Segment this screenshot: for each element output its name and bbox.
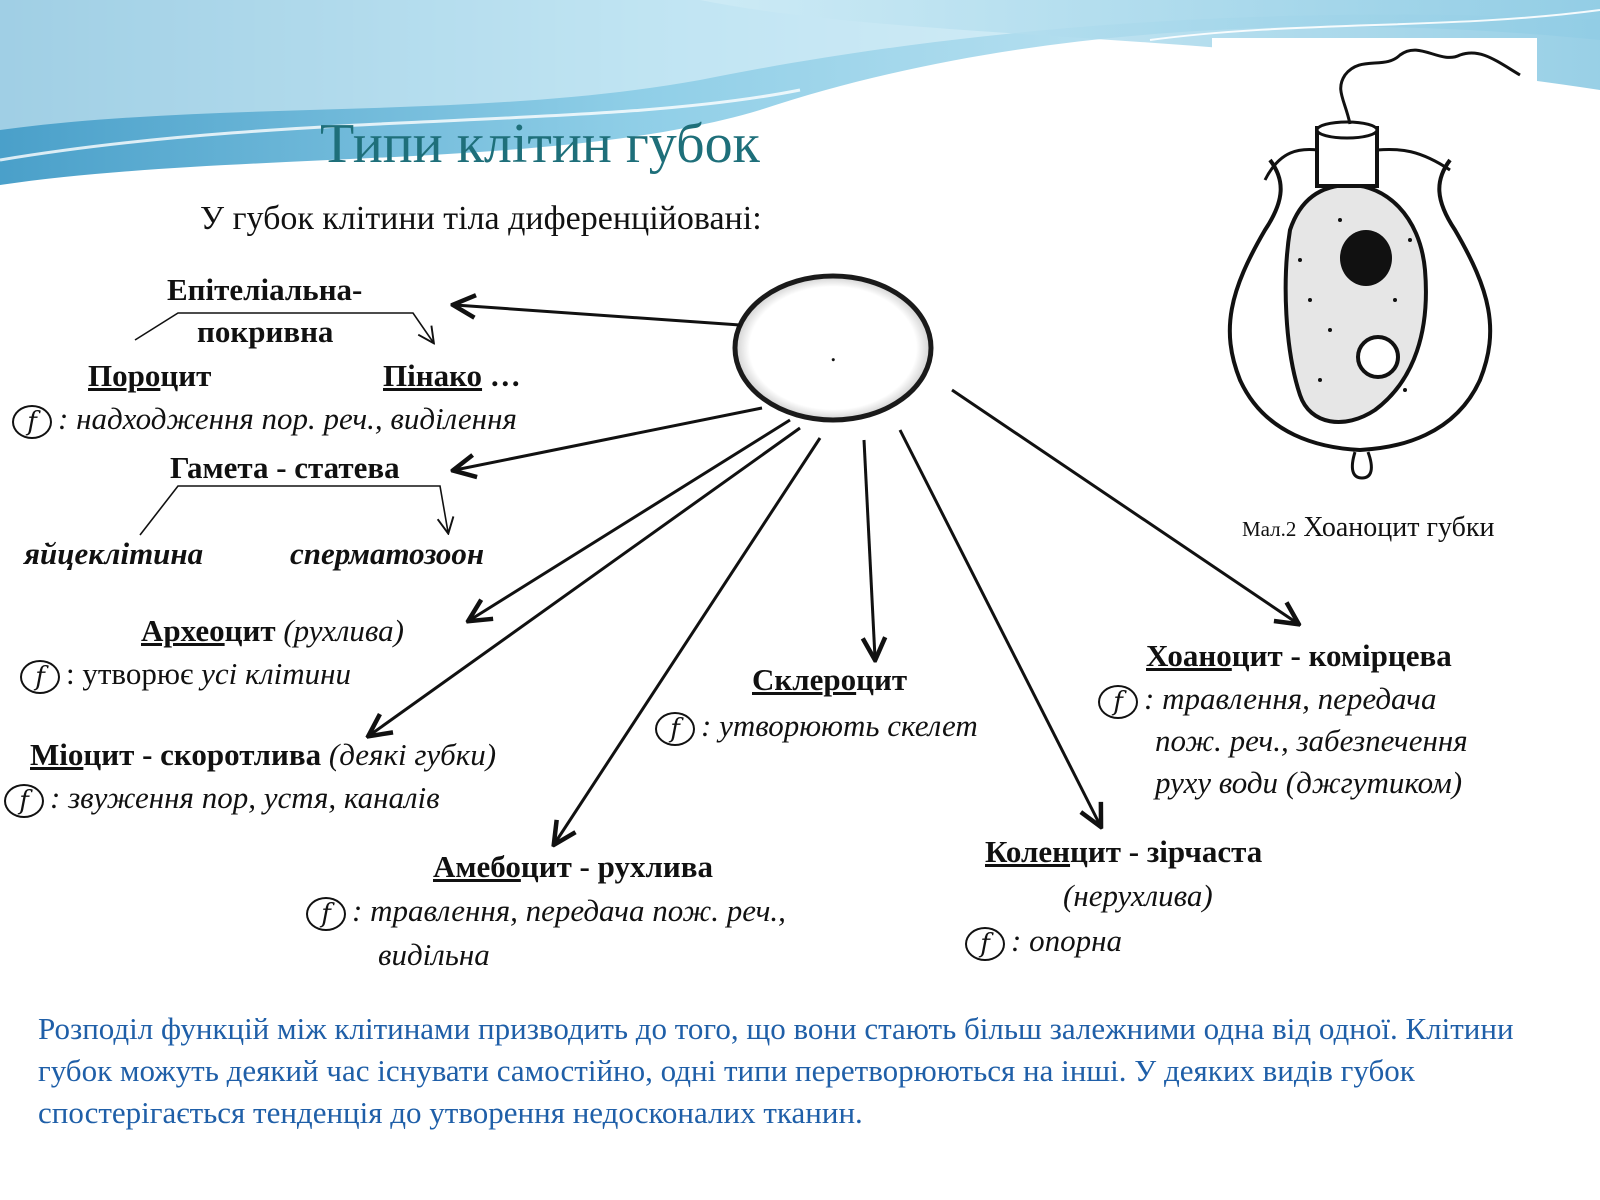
- porocyte-suffix: цит: [160, 358, 212, 393]
- amoebocyte-function: f: травлення, передача пож. реч.,: [306, 893, 786, 931]
- arrows: [370, 305, 1297, 843]
- choanocyte-figure: [1212, 38, 1537, 480]
- myocyte-note: (деякі губки): [321, 737, 497, 772]
- arrow-archeocyte: [470, 418, 791, 620]
- arrow-collencyte: [898, 429, 1100, 825]
- function-icon: f: [12, 404, 52, 439]
- sclerocyte-label: Склероцит: [752, 662, 907, 698]
- header-wave: [0, 0, 1600, 185]
- slide-title: Типи клітин губок: [320, 113, 760, 175]
- myocyte-prefix: Міо: [30, 737, 84, 772]
- collencyte-function-text: : опорна: [1011, 923, 1122, 958]
- epithelial-label-line2: покривна: [197, 314, 334, 349]
- function-icon: f: [20, 659, 60, 694]
- archeocyte-function-b: усі клітини: [201, 656, 351, 691]
- center-dot: .: [830, 338, 837, 367]
- egg-label: яйцеклітина: [24, 536, 204, 571]
- epithelial-label-line1: Епітеліальна-: [167, 272, 363, 307]
- collencyte-function: f: опорна: [965, 923, 1122, 961]
- archeocyte-function: f: утворює усі клітини: [20, 656, 351, 694]
- arrow-sclerocyte: [864, 439, 875, 658]
- sclerocyte-prefix: Склеро: [752, 662, 857, 697]
- myocyte-label: Міоцит - скоротлива (деякі губки): [30, 737, 496, 773]
- archeocyte-function-a: : утворює: [66, 656, 202, 691]
- choanocyte-function-line1: : травлення, передача: [1144, 681, 1437, 716]
- myocyte-function: f: звуження пор, устя, каналів: [4, 780, 440, 818]
- choanocyte-function-line2: пож. реч., забезпечення: [1155, 723, 1468, 758]
- myocyte-function-text: : звуження пор, устя, каналів: [50, 780, 440, 815]
- figure-caption: Мал.2 Хоаноцит губки: [1242, 512, 1494, 544]
- footer-text: Розподіл функцій між клітинами призводит…: [38, 1011, 1514, 1130]
- gamete-label: Гамета - статева: [170, 450, 400, 485]
- choanocyte-function: f: травлення, передача: [1098, 681, 1436, 719]
- function-icon: f: [4, 783, 44, 818]
- collencyte-note: (нерухлива): [1063, 878, 1213, 913]
- amoebocyte-function-line2: видільна: [378, 937, 490, 972]
- amoebocyte-function-line1: : травлення, передача пож. реч.,: [352, 893, 786, 928]
- porocyte-prefix: Поро: [88, 358, 161, 393]
- arrow-choanocyte: [951, 388, 1297, 623]
- porocyte-label: Пороцит: [88, 358, 211, 394]
- archeocyte-note: (рухлива): [275, 613, 404, 648]
- archeocyte-label: Археоцит (рухлива): [141, 613, 404, 649]
- arrow-gamete: [455, 406, 763, 470]
- sperm-label: сперматозоон: [290, 536, 485, 571]
- pinacocyte-label: Пінако …: [383, 358, 521, 394]
- amoebocyte-label: Амебоцит - рухлива: [433, 849, 713, 885]
- function-icon: f: [965, 926, 1005, 961]
- branch-gamete: [139, 485, 448, 535]
- branch-lines: [134, 312, 448, 535]
- sclerocyte-suffix: цит: [856, 662, 908, 697]
- collencyte-suffix: цит - зірчаста: [1070, 834, 1263, 869]
- pinacocyte-prefix: Пінако: [383, 358, 483, 393]
- myocyte-suffix: цит - скоротлива: [83, 737, 322, 772]
- choanocyte-suffix: цит - комірцева: [1231, 638, 1452, 673]
- sclerocyte-function-text: : утворюють скелет: [701, 708, 978, 743]
- function-icon: f: [655, 711, 695, 746]
- collencyte-label: Коленцит - зірчаста: [985, 834, 1262, 870]
- function-icon: f: [1098, 684, 1138, 719]
- archeocyte-prefix: Архео: [141, 613, 225, 648]
- epithelial-function: f: надходження пор. реч., виділення: [12, 401, 517, 439]
- collencyte-prefix: Колен: [985, 834, 1071, 869]
- function-icon: f: [306, 896, 346, 931]
- pinacocyte-suffix: …: [482, 358, 521, 393]
- amoebocyte-prefix: Амебо: [433, 849, 521, 884]
- arrow-amoebocyte: [555, 437, 822, 843]
- figure-caption-text: Хоаноцит губки: [1296, 512, 1495, 543]
- arrow-myocyte: [370, 426, 801, 735]
- amoebocyte-suffix: цит - рухлива: [520, 849, 713, 884]
- sclerocyte-function: f: утворюють скелет: [655, 708, 978, 746]
- archeocyte-suffix: цит: [224, 613, 276, 648]
- figure-caption-prefix: Мал.2: [1242, 517, 1297, 541]
- choanocyte-function-line3: руху води (джгутиком): [1155, 765, 1463, 800]
- central-cell: [732, 273, 934, 423]
- choanocyte-label: Хоаноцит - комірцева: [1146, 638, 1452, 674]
- branch-epithelial: [134, 312, 433, 342]
- arrow-epithelial: [455, 305, 741, 327]
- choanocyte-prefix: Хоано: [1146, 638, 1232, 673]
- slide-subtitle: У губок клітини тіла диференційовані:: [200, 200, 762, 237]
- epithelial-function-text: : надходження пор. реч., виділення: [58, 401, 517, 436]
